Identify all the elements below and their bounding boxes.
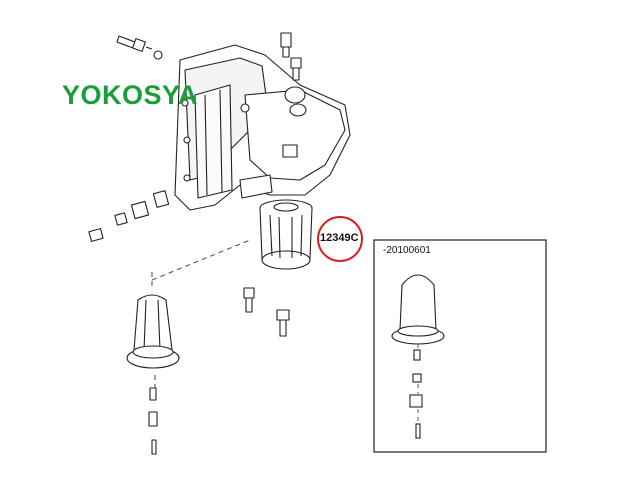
bleed-screw-fitting (116, 35, 163, 60)
inset-revision-label: -20100601 (383, 245, 431, 256)
drain-fittings (243, 287, 290, 337)
revision-inset (373, 239, 547, 453)
part-number-label: 12349C (320, 232, 359, 244)
sensor-fittings (148, 387, 158, 455)
watermark-logo: YOKOSYA (62, 80, 199, 110)
part-number-callout-circle (317, 216, 363, 262)
top-inlet-fitting (280, 32, 302, 81)
filter-head-assembly (174, 44, 351, 211)
filter-element (259, 199, 313, 270)
sediment-bowl (126, 294, 180, 369)
side-fittings (88, 190, 170, 242)
